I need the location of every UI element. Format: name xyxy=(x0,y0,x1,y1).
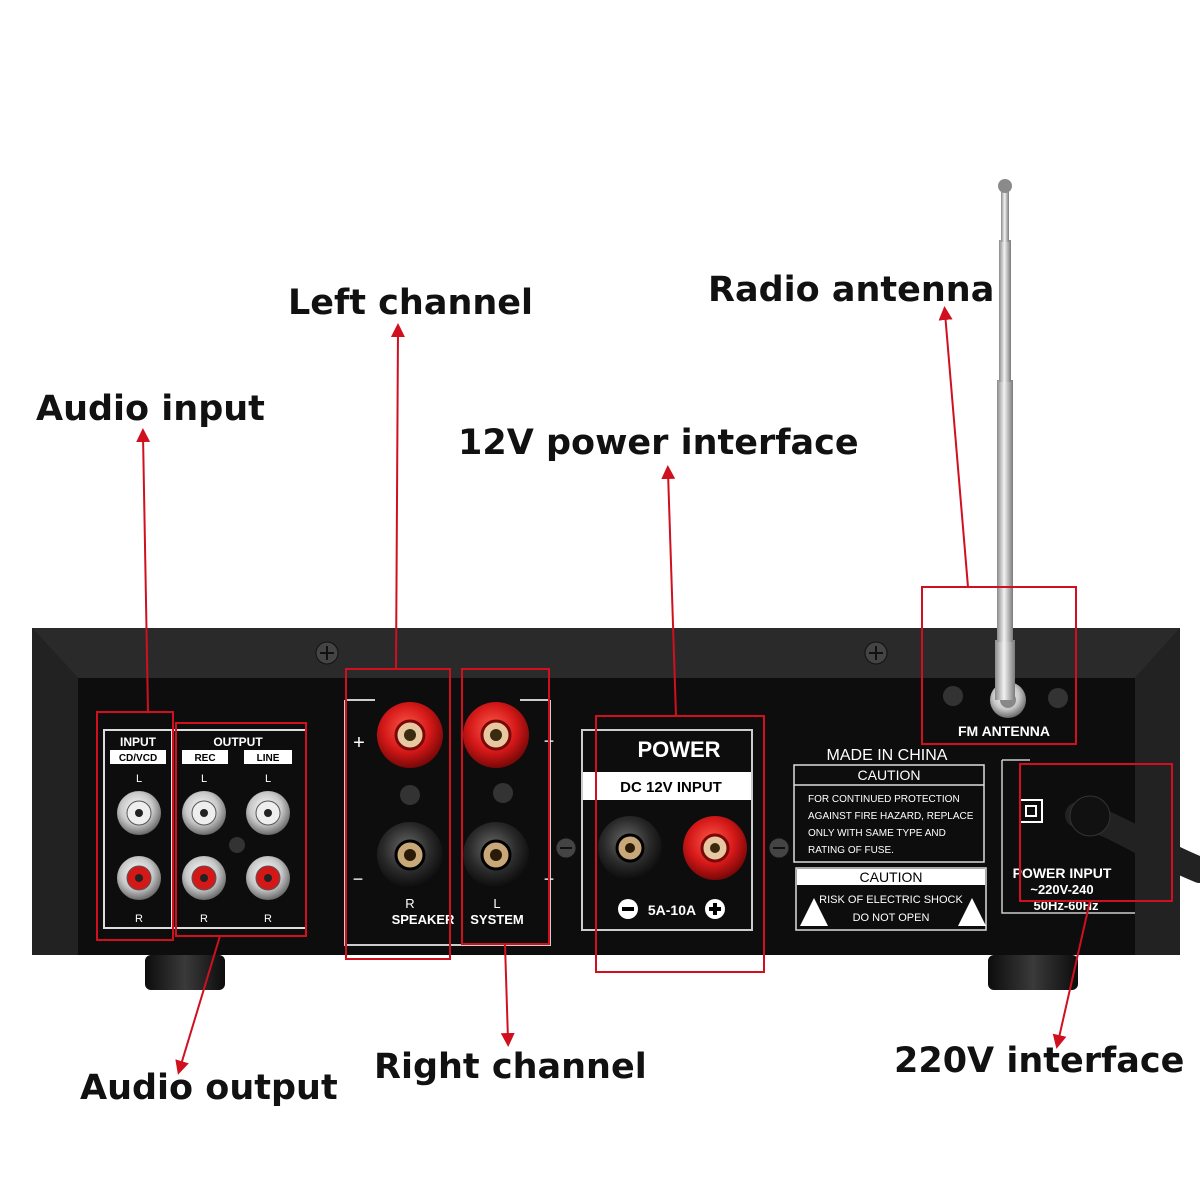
voltage-label: ~220V-240 xyxy=(1030,882,1093,897)
screw xyxy=(229,837,245,853)
screw xyxy=(400,785,420,805)
dc-terminal-red[interactable] xyxy=(683,816,747,880)
speaker-terminal-red[interactable] xyxy=(377,702,443,768)
line-label: LINE xyxy=(257,753,280,764)
fuse-label: 5A-10A xyxy=(648,902,696,918)
caution-line: AGAINST FIRE HAZARD, REPLACE xyxy=(808,811,974,822)
left-channel-callout: Left channel xyxy=(288,283,534,323)
speaker-minus-left: − xyxy=(353,869,364,889)
caution-section: MADE IN CHINA CAUTION FOR CONTINUED PROT… xyxy=(793,747,987,931)
audio-output-box xyxy=(175,722,307,937)
power-220v-box xyxy=(1019,763,1173,902)
speaker-plus-left: + xyxy=(353,732,365,754)
caution-title: CAUTION xyxy=(858,767,921,783)
right-foot xyxy=(988,955,1078,990)
radio-antenna-callout: Radio antenna xyxy=(708,270,995,310)
right-channel-callout: Right channel xyxy=(374,1047,647,1087)
audio-input-arrow xyxy=(136,428,151,713)
caution-line: RATING OF FUSE. xyxy=(808,845,894,856)
speaker-l-label: L xyxy=(493,896,500,911)
ac-power-section: POWER INPUT ~220V-240 50Hz-60Hz xyxy=(1001,759,1200,914)
output-label: OUTPUT xyxy=(213,735,263,749)
rca-l-label: L xyxy=(265,773,271,785)
shock-line-2: DO NOT OPEN xyxy=(853,912,930,924)
rca-jack-red[interactable] xyxy=(117,856,161,900)
rca-r-label: R xyxy=(200,913,208,925)
audio-output-callout: Audio output xyxy=(80,1068,338,1108)
power-12v-arrow xyxy=(661,465,677,717)
caution-title-2: CAUTION xyxy=(860,869,923,885)
dc-terminal-black[interactable] xyxy=(598,816,662,880)
dc-power-section: POWER DC 12V INPUT 5A-10A xyxy=(581,729,753,931)
telescopic-antenna[interactable] xyxy=(995,179,1015,700)
shock-line-1: RISK OF ELECTRIC SHOCK xyxy=(819,894,963,906)
rca-r-label: R xyxy=(264,913,272,925)
rca-r-label: R xyxy=(135,913,143,925)
caution-line: FOR CONTINUED PROTECTION xyxy=(808,794,960,805)
audio-output-arrow xyxy=(175,935,221,1075)
fm-antenna-label: FM ANTENNA xyxy=(958,723,1050,739)
annotation-arrows xyxy=(136,306,1091,1075)
radio-antenna-arrow xyxy=(938,306,969,588)
rca-jack-red[interactable] xyxy=(182,856,226,900)
warning-triangle-icon xyxy=(800,898,828,926)
screw xyxy=(864,641,888,665)
power-220v-callout: 220V interface xyxy=(894,1041,1185,1081)
radio-antenna-box xyxy=(921,586,1077,745)
fm-antenna-section: FM ANTENNA xyxy=(943,682,1068,739)
dc-input-label: DC 12V INPUT xyxy=(620,779,722,796)
rca-jack-white[interactable] xyxy=(246,791,290,835)
left-channel-arrow xyxy=(390,323,405,670)
speaker-terminal-red[interactable] xyxy=(463,702,529,768)
power-220v-arrow xyxy=(1052,900,1091,1049)
screw xyxy=(768,837,790,859)
rca-jack-red[interactable] xyxy=(246,856,290,900)
rca-l-label: L xyxy=(136,773,142,785)
power-12v-box xyxy=(595,715,765,973)
caution-line: ONLY WITH SAME TYPE AND xyxy=(808,828,946,839)
rca-section: INPUT CD/VCD OUTPUT REC LINE L L L R R R xyxy=(103,729,307,929)
speaker-terminal-black[interactable] xyxy=(463,822,529,888)
audio-input-callout: Audio input xyxy=(36,389,265,429)
audio-input-box xyxy=(96,711,174,941)
right-channel-arrow xyxy=(500,943,515,1047)
power-12v-callout: 12V power interface xyxy=(458,423,859,463)
annotation-boxes xyxy=(96,586,1173,973)
power-input-label: POWER INPUT xyxy=(1013,865,1112,881)
input-label: INPUT xyxy=(120,735,157,749)
screw xyxy=(555,837,577,859)
screw xyxy=(315,641,339,665)
power-label: POWER xyxy=(637,737,720,762)
left-channel-box xyxy=(345,668,451,960)
rec-label: REC xyxy=(194,753,215,764)
rca-jack-white[interactable] xyxy=(182,791,226,835)
screw xyxy=(1048,688,1068,708)
system-label: SYSTEM xyxy=(470,912,523,927)
screw xyxy=(493,783,513,803)
speaker-r-label: R xyxy=(405,896,414,911)
made-in-label: MADE IN CHINA xyxy=(827,747,948,764)
rca-jack-white[interactable] xyxy=(117,791,161,835)
screw xyxy=(943,686,963,706)
left-foot xyxy=(145,955,225,990)
speaker-section: + − − − R L SPEAKER SYSTEM xyxy=(344,699,554,946)
cd-vcd-label: CD/VCD xyxy=(119,753,157,764)
speaker-label: SPEAKER xyxy=(392,912,455,927)
speaker-terminal-black[interactable] xyxy=(377,822,443,888)
lightning-icon xyxy=(958,898,986,926)
rca-l-label: L xyxy=(201,773,207,785)
